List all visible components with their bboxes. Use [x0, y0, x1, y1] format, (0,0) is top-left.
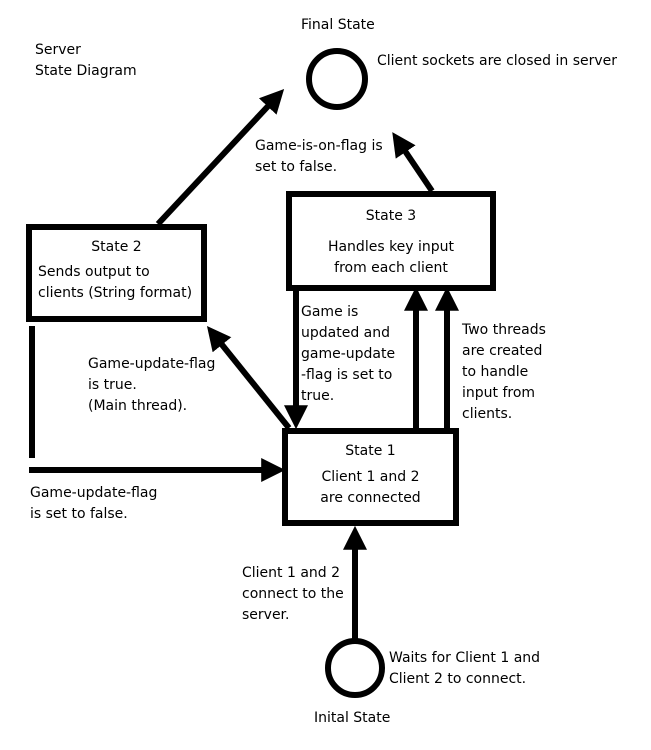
- transition-label-state3-to-state1: Game is updated and game-update -flag is…: [301, 304, 396, 404]
- final-state-circle: [306, 48, 368, 110]
- final-state-label: Final State: [301, 17, 375, 33]
- arrow-state3-to-final: [392, 132, 435, 193]
- state-2-title: State 2: [91, 239, 142, 255]
- state-2-box: [26, 224, 207, 322]
- state-3-title: State 3: [365, 208, 417, 224]
- final-state-note: Client sockets are closed in server: [377, 53, 618, 69]
- arrow-state2-to-final: [155, 88, 285, 227]
- arrow-state1-to-state2: [206, 326, 292, 430]
- transition-label-initial-to-state1: Client 1 and 2 connect to the server.: [242, 565, 344, 623]
- initial-state-circle: [325, 638, 385, 698]
- transition-label-state1-to-state3: Two threads are created to handle input …: [462, 322, 546, 422]
- initial-state-note: Waits for Client 1 and Client 2 to conne…: [389, 650, 541, 687]
- initial-state-label: Inital State: [314, 710, 391, 726]
- state-3-body: Handles key input from each client: [327, 239, 455, 276]
- transition-label-state1-to-state2: Game-update-flag is true. (Main thread).: [88, 356, 216, 414]
- state-3-box: [286, 191, 496, 291]
- transition-label-state2-to-final: Game-is-on-flag is set to false.: [255, 138, 383, 175]
- transition-label-state2-to-state1: Game-update-flag is set to false.: [30, 485, 158, 522]
- state-2-body: Sends output to clients (String format): [38, 264, 193, 301]
- diagram-title: Server State Diagram: [35, 42, 137, 79]
- state-1-body: Client 1 and 2 are connected: [320, 469, 421, 506]
- state-1-title: State 1: [345, 443, 396, 459]
